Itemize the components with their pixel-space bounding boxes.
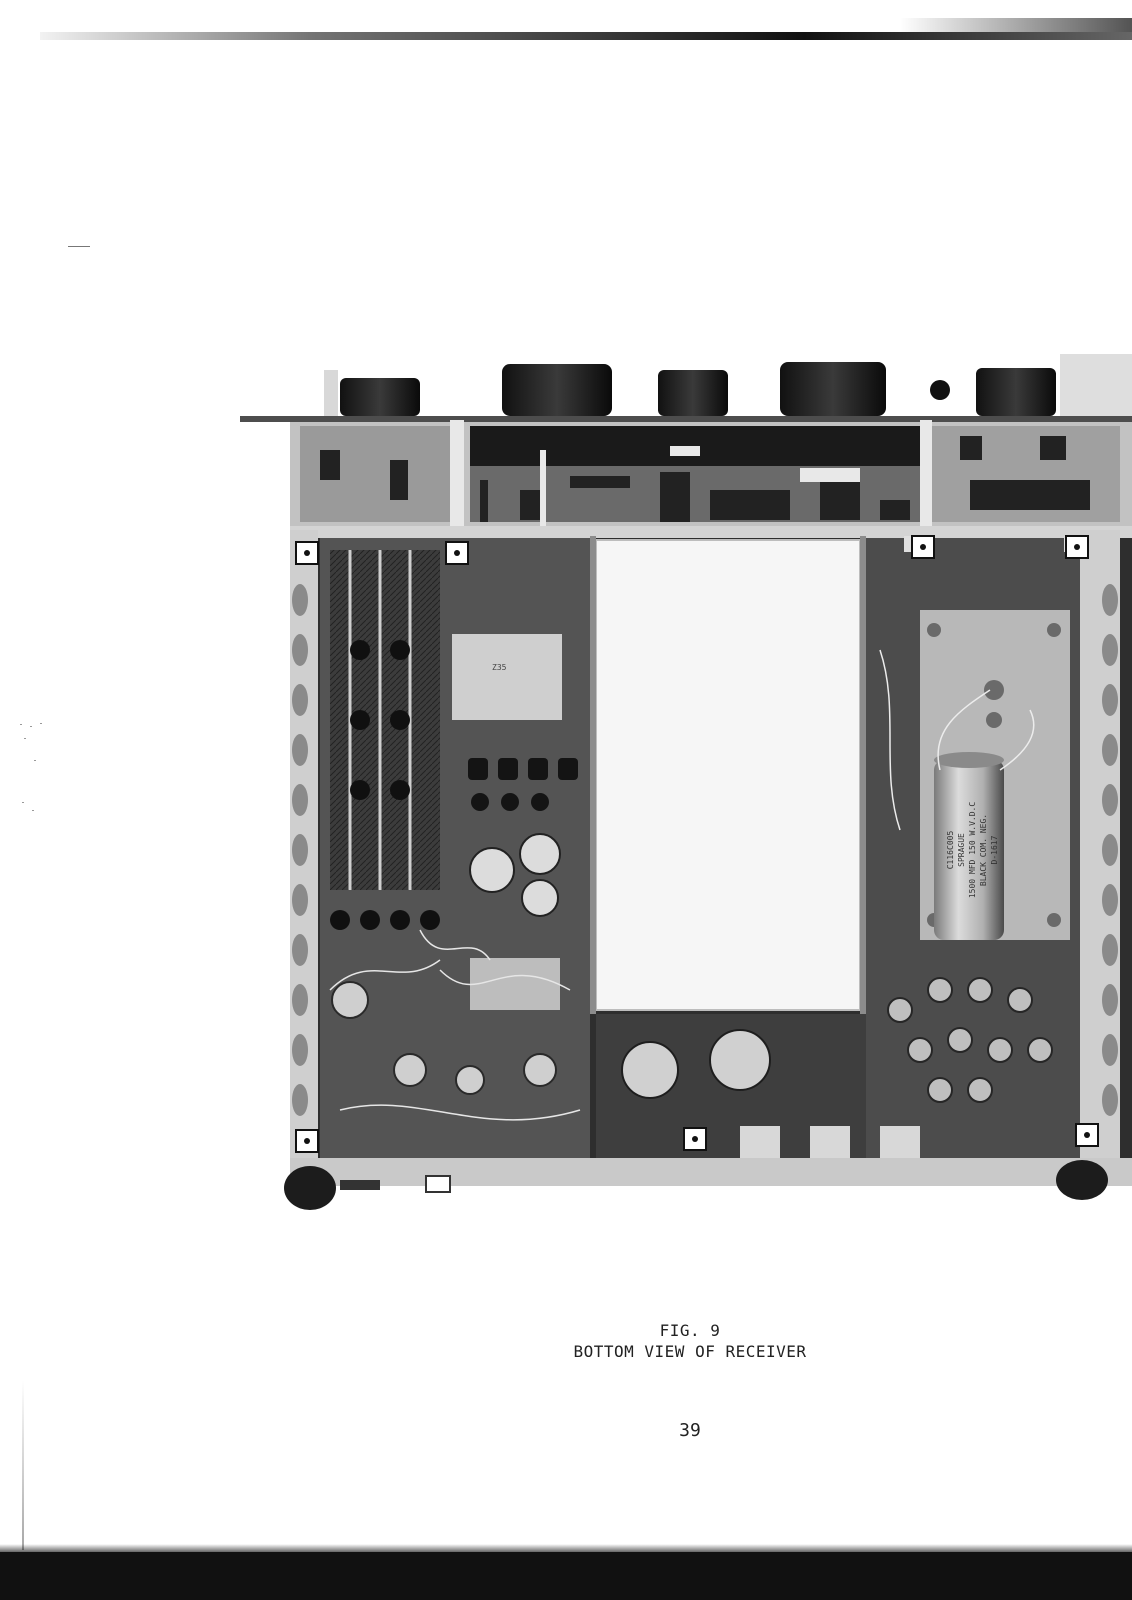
knob-1	[340, 378, 420, 416]
capacitor-label-line: BLACK COM. NEG.	[979, 814, 988, 886]
capacitor-label-line: C116C005	[946, 831, 955, 870]
capacitor-label-line: SPRAGUE	[957, 833, 966, 867]
transformer-label: Z35	[492, 663, 507, 672]
scan-left-edge	[22, 1380, 24, 1550]
filter-capacitor	[934, 760, 1004, 940]
receiver-photo: Z35	[240, 350, 1132, 1240]
transformer-can	[452, 634, 562, 720]
receiver-chassis-illustration: Z35	[240, 354, 1132, 1210]
knob-3	[658, 370, 728, 416]
front-panel-edge	[240, 416, 1132, 422]
foot-left	[284, 1166, 336, 1210]
page-number: 39	[679, 1420, 701, 1441]
capacitor-label-line: 1500 MFD 150 W.V.D.C	[968, 802, 977, 899]
knob-5	[976, 368, 1056, 416]
figure-label: FIG. 9	[659, 1321, 721, 1340]
capacitor-label-line: D-1617	[990, 835, 999, 864]
figure-caption: FIG. 9 BOTTOM VIEW OF RECEIVER	[440, 1320, 940, 1362]
scan-top-line	[40, 32, 1132, 40]
scan-mark	[68, 246, 90, 247]
scan-bottom-band	[0, 1544, 1132, 1600]
knob-4	[780, 362, 886, 416]
center-panel	[595, 539, 861, 1011]
capacitor-label: C116C005 SPRAGUE 1500 MFD 150 W.V.D.C BL…	[946, 802, 999, 899]
knob-2	[502, 364, 612, 416]
foot-right	[1056, 1160, 1108, 1200]
knob-row	[324, 354, 1132, 416]
figure-title: BOTTOM VIEW OF RECEIVER	[573, 1342, 807, 1361]
scan-specks	[18, 720, 58, 820]
